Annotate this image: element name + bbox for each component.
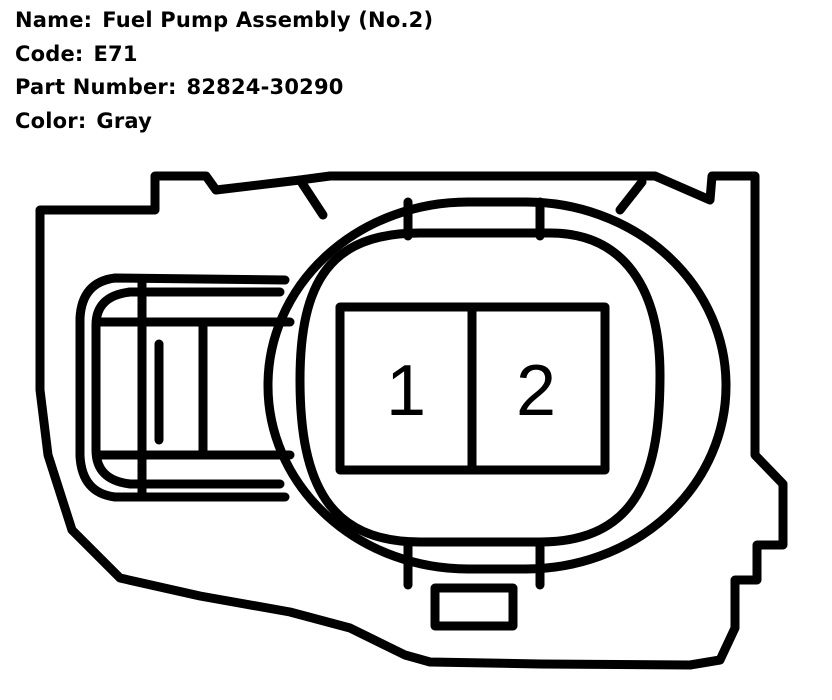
terminal-2-label: 2 [516, 351, 556, 431]
code-label: Code: [15, 41, 84, 66]
name-label: Name: [15, 8, 93, 32]
top-right-rib [615, 177, 647, 215]
connector-housing-outline [35, 171, 788, 670]
color-value: Gray [96, 108, 153, 133]
connector-info: Name:Fuel Pump Assembly (No.2) Code:E71 … [15, 4, 433, 138]
color-row: Color: Gray [15, 105, 433, 139]
top-left-rib [295, 175, 328, 220]
latch-inner [91, 287, 285, 489]
name-value: Fuel Pump Assembly (No.2) [102, 8, 434, 32]
part-number-label: Part Number: [15, 75, 177, 99]
latch-outer [75, 273, 290, 502]
color-label: Color: [15, 108, 87, 133]
bottom-tab [430, 583, 518, 631]
code-row: Code: E71 [15, 38, 433, 72]
terminal-1-label: 1 [386, 351, 426, 431]
code-value: E71 [93, 41, 138, 66]
part-number-value: 82824-30290 [186, 75, 344, 99]
part-number-row: Part Number: 82824-30290 [15, 71, 433, 105]
seal-ring-outer [263, 197, 731, 574]
name-row: Name: Fuel Pump Assembly (No.2) [15, 4, 433, 38]
